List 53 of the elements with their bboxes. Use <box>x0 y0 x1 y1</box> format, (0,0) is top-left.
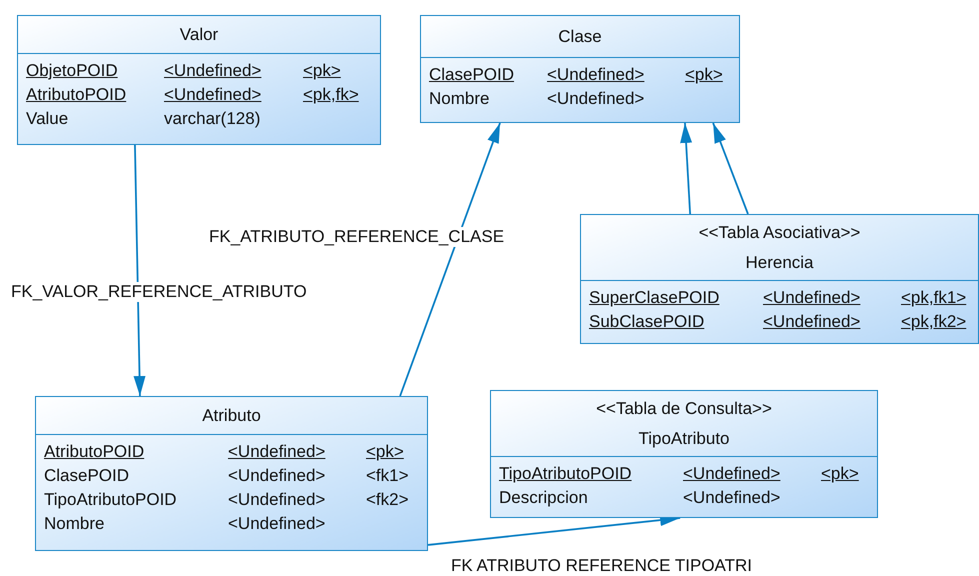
key-constraint: <pk> <box>821 463 860 485</box>
key-constraint: <pk> <box>303 60 342 82</box>
data-type: <Undefined> <box>763 311 862 333</box>
data-type: <Undefined> <box>164 60 262 82</box>
arrow <box>712 122 749 214</box>
stereotype-label: <<Tabla de Consulta>> <box>596 398 772 418</box>
entity-table <box>490 390 878 518</box>
column-name: Descripcion <box>499 487 589 509</box>
stereotype-label: <<Tabla Asociativa>> <box>698 222 860 242</box>
table-name: Valor <box>180 24 218 44</box>
column-name: ClasePOID <box>429 64 516 86</box>
entity-table <box>35 396 428 551</box>
column-name: AtributoPOID <box>44 441 146 463</box>
column-name: TipoAtributoPOID <box>499 463 633 485</box>
table-name: Atributo <box>202 406 261 426</box>
key-constraint: <fk2> <box>366 489 410 511</box>
data-type: <Undefined> <box>547 64 646 86</box>
data-type: <Undefined> <box>683 487 782 509</box>
data-type: varchar(128) <box>164 108 262 130</box>
data-type: <Undefined> <box>683 463 782 485</box>
table-name: Clase <box>558 26 602 46</box>
column-name: ClasePOID <box>44 465 130 487</box>
arrow <box>134 144 146 396</box>
data-type: <Undefined> <box>228 441 326 463</box>
key-constraint: <pk> <box>685 64 724 86</box>
key-constraint: <pk,fk1> <box>901 287 968 309</box>
entity-table <box>580 214 979 344</box>
column-name: Value <box>26 108 70 130</box>
arrow <box>399 122 501 396</box>
data-type: <Undefined> <box>547 88 646 110</box>
edge-label: FK_VALOR_REFERENCE_ATRIBUTO <box>10 282 308 302</box>
table-name: TipoAtributo <box>638 428 730 448</box>
entity-table <box>420 15 740 123</box>
edge-label: FK_ATRIBUTO_REFERENCE_CLASE <box>208 227 506 247</box>
column-name: TipoAtributoPOID <box>44 489 178 511</box>
key-constraint: <pk,fk2> <box>901 311 968 333</box>
data-type: <Undefined> <box>164 84 262 106</box>
data-type: <Undefined> <box>228 513 326 535</box>
column-name: ObjetoPOID <box>26 60 119 82</box>
table-name: Herencia <box>745 252 814 272</box>
key-constraint: <pk,fk> <box>303 84 360 106</box>
column-name: Nombre <box>44 513 106 535</box>
column-name: Nombre <box>429 88 490 110</box>
arrow <box>680 122 692 214</box>
data-type: <Undefined> <box>228 465 326 487</box>
data-type: <Undefined> <box>228 489 326 511</box>
column-name: AtributoPOID <box>26 84 128 106</box>
key-constraint: <pk> <box>366 441 405 463</box>
column-name: SubClasePOID <box>589 311 706 333</box>
data-type: <Undefined> <box>763 287 862 309</box>
key-constraint: <fk1> <box>366 465 410 487</box>
entity-table <box>17 15 381 145</box>
column-name: SuperClasePOID <box>589 287 720 309</box>
